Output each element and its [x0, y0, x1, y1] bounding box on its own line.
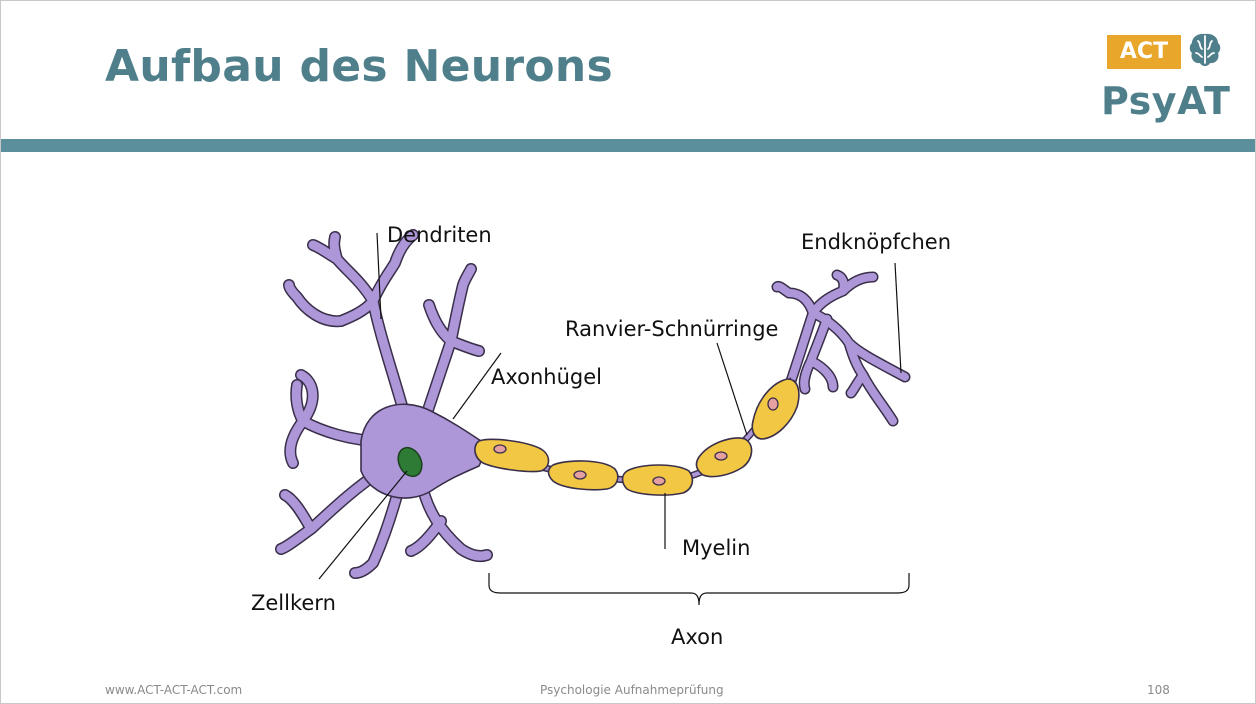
label-dendriten: Dendriten [387, 223, 492, 247]
label-myelin: Myelin [682, 536, 750, 560]
footer-course: Psychologie Aufnahmeprüfung [540, 683, 724, 697]
label-ranvier: Ranvier-Schnürringe [565, 317, 778, 341]
dendrites [281, 235, 487, 573]
label-endknoepfchen: Endknöpfchen [801, 230, 951, 254]
label-axonhuegel: Axonhügel [491, 365, 602, 389]
footer-website: www.ACT-ACT-ACT.com [105, 683, 242, 697]
footer-page-number: 108 [1147, 683, 1170, 697]
label-zellkern: Zellkern [251, 591, 336, 615]
cell-body [361, 404, 482, 498]
axon-brace [489, 573, 909, 605]
label-axon: Axon [671, 625, 723, 649]
